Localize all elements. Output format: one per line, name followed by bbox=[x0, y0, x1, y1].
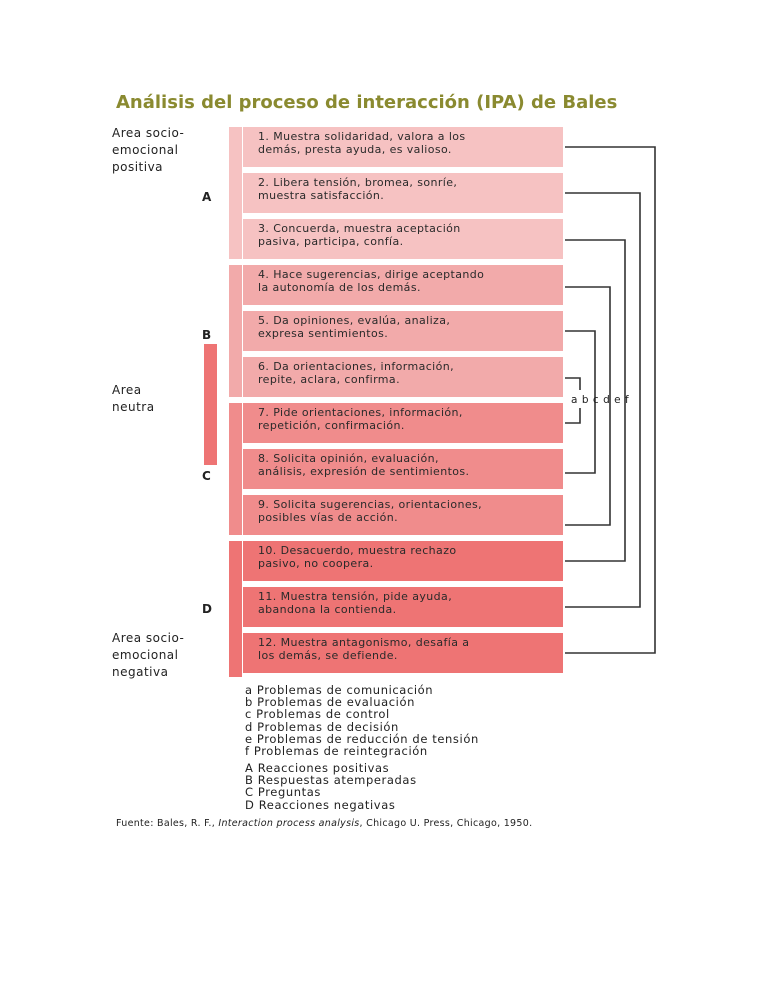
category-text: 10. Desacuerdo, muestra rechazo bbox=[258, 544, 457, 557]
area-label-line: Area bbox=[112, 383, 142, 397]
legend-item: C Preguntas bbox=[245, 785, 321, 800]
category-text: pasivo, no coopera. bbox=[258, 556, 374, 570]
legend-item: e Problemas de reducción de tensión bbox=[245, 731, 479, 746]
category-box-10: 10. Desacuerdo, muestra rechazo pasivo, … bbox=[243, 541, 563, 581]
category-text: la autonomía de los demás. bbox=[258, 280, 421, 294]
connector-d bbox=[565, 239, 626, 562]
category-text: 12. Muestra antagonismo, desafía a bbox=[258, 636, 470, 649]
legend-item: A Reacciones positivas bbox=[245, 761, 390, 775]
category-text: 2. Libera tensión, bromea, sonríe, bbox=[258, 176, 458, 189]
category-text: 4. Hace sugerencias, dirige aceptando bbox=[258, 268, 485, 281]
area-label-neutral: Area neutra bbox=[112, 382, 155, 416]
category-box-3: 3. Concuerda, muestra aceptación pasiva,… bbox=[243, 219, 563, 259]
area-label-line: positiva bbox=[112, 160, 164, 174]
bracket-positive bbox=[229, 127, 242, 259]
category-text: repetición, confirmación. bbox=[258, 418, 405, 432]
area-label-negative: Area socio- emocional negativa bbox=[112, 630, 184, 681]
group-letter-b: B bbox=[202, 328, 213, 342]
legend-item: f Problemas de reintegración bbox=[245, 744, 428, 759]
category-text: posibles vías de acción. bbox=[258, 510, 399, 524]
category-text: expresa sentimientos. bbox=[258, 326, 389, 340]
neutral-area-bar bbox=[204, 344, 217, 465]
category-text: los demás, se defiende. bbox=[258, 648, 398, 662]
category-text: 3. Concuerda, muestra aceptación bbox=[258, 222, 461, 235]
area-label-line: neutra bbox=[112, 400, 155, 414]
category-text: 9. Solicita sugerencias, orientaciones, bbox=[258, 498, 483, 511]
source-citation: Fuente: Bales, R. F., Interaction proces… bbox=[116, 818, 532, 829]
category-box-4: 4. Hace sugerencias, dirige aceptando la… bbox=[243, 265, 563, 305]
connector-c bbox=[565, 286, 611, 526]
area-label-line: emocional bbox=[112, 648, 179, 662]
legend-item: d Problemas de decisión bbox=[245, 719, 399, 734]
bracket-negative bbox=[229, 541, 242, 677]
bracket-questions bbox=[229, 403, 242, 535]
connector-a bbox=[565, 377, 581, 424]
group-letter-c: C bbox=[202, 469, 212, 483]
category-text: demás, presta ayuda, es valioso. bbox=[258, 142, 452, 156]
group-letter-a: A bbox=[202, 190, 213, 204]
group-letter-d: D bbox=[202, 602, 213, 616]
diagram-title: Análisis del proceso de interacción (IPA… bbox=[116, 92, 618, 113]
category-text: análisis, expresión de sentimientos. bbox=[258, 464, 470, 478]
category-box-1: 1. Muestra solidaridad, valora a los dem… bbox=[243, 127, 563, 167]
category-box-6: 6. Da orientaciones, información, repite… bbox=[243, 357, 563, 397]
source-prefix: Fuente: Bales, R. F., bbox=[116, 818, 219, 829]
category-text: 6. Da orientaciones, información, bbox=[258, 360, 455, 373]
category-text: 1. Muestra solidaridad, valora a los bbox=[258, 130, 466, 143]
category-text: repite, aclara, confirma. bbox=[258, 372, 400, 386]
category-text: 11. Muestra tensión, pide ayuda, bbox=[258, 590, 453, 603]
area-label-line: emocional bbox=[112, 143, 179, 157]
area-label-line: Area socio- bbox=[112, 126, 185, 140]
category-text: pasiva, participa, confía. bbox=[258, 234, 404, 248]
connector-f bbox=[565, 146, 656, 654]
bracket-attempered bbox=[229, 265, 242, 397]
category-text: muestra satisfacción. bbox=[258, 188, 385, 202]
category-box-8: 8. Solicita opinión, evaluación, análisi… bbox=[243, 449, 563, 489]
legend-item: c Problemas de control bbox=[245, 707, 390, 722]
category-text: 5. Da opiniones, evalúa, analiza, bbox=[258, 314, 451, 327]
problem-letters: abcdef bbox=[571, 394, 634, 406]
category-box-5: 5. Da opiniones, evalúa, analiza, expres… bbox=[243, 311, 563, 351]
legend-item: B Respuestas atemperadas bbox=[245, 773, 417, 788]
legend-problems: a Problemas de comunicación b Problemas … bbox=[245, 684, 479, 757]
category-box-2: 2. Libera tensión, bromea, sonríe, muest… bbox=[243, 173, 563, 213]
area-label-line: negativa bbox=[112, 665, 169, 679]
category-box-12: 12. Muestra antagonismo, desafía a los d… bbox=[243, 633, 563, 673]
category-box-7: 7. Pide orientaciones, información, repe… bbox=[243, 403, 563, 443]
legend-reactions: A Reacciones positivas B Respuestas atem… bbox=[245, 762, 417, 811]
legend-item: b Problemas de evaluación bbox=[245, 695, 415, 710]
legend-item: a Problemas de comunicación bbox=[245, 683, 434, 697]
category-text: 7. Pide orientaciones, información, bbox=[258, 406, 463, 419]
source-suffix: , Chicago U. Press, Chicago, 1950. bbox=[359, 818, 533, 829]
source-work: Interaction process analysis bbox=[218, 818, 360, 829]
area-label-line: Area socio- bbox=[112, 631, 185, 645]
connector-e bbox=[565, 192, 641, 608]
category-box-9: 9. Solicita sugerencias, orientaciones, … bbox=[243, 495, 563, 535]
area-label-positive: Area socio- emocional positiva bbox=[112, 125, 184, 176]
connector-b bbox=[565, 330, 596, 474]
legend-item: D Reacciones negativas bbox=[245, 797, 396, 812]
category-text: abandona la contienda. bbox=[258, 602, 397, 616]
category-box-11: 11. Muestra tensión, pide ayuda, abandon… bbox=[243, 587, 563, 627]
category-text: 8. Solicita opinión, evaluación, bbox=[258, 452, 439, 465]
